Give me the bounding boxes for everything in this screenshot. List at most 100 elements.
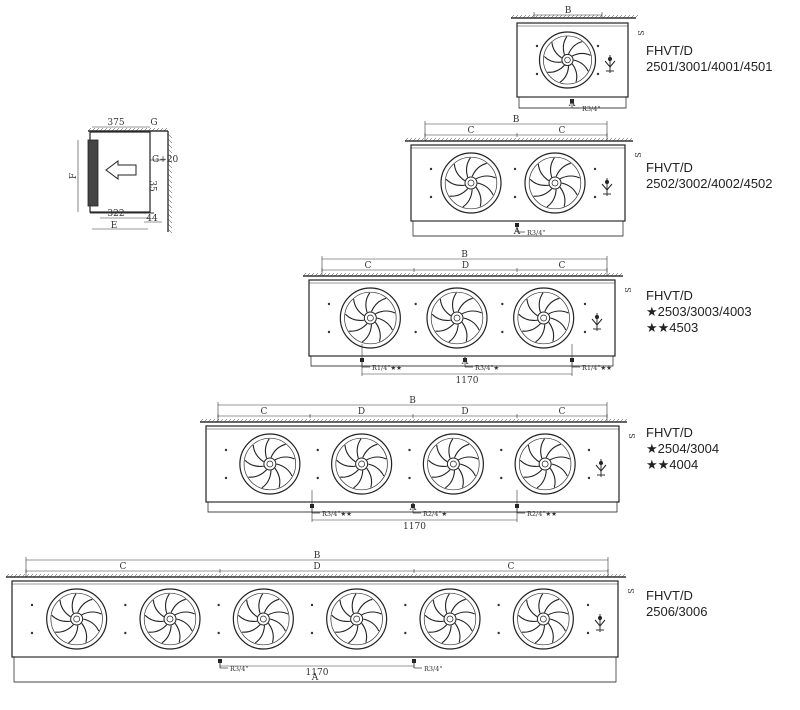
hatch-mark [341,573,346,578]
hatch-mark [495,418,500,423]
hatch-mark [393,573,398,578]
fan-blade [465,157,471,178]
dim-segment: D [358,407,365,417]
hatch-mark [297,573,302,578]
hatch-mark [509,573,514,578]
fan-blade [450,598,466,613]
fan-blade [449,188,469,197]
hatch-mark [334,272,339,277]
hatch-mark [217,573,222,578]
fan-blade [457,467,464,488]
fan-blade [59,600,71,618]
dim-b: B [314,551,321,561]
hatch-mark [618,14,623,19]
hatch-mark [37,573,42,578]
valve-dot [595,315,599,319]
hatch-mark [395,418,400,423]
rivet [124,631,127,635]
fan-blade [83,618,100,632]
hatch-mark [101,573,106,578]
hatch-mark [415,418,420,423]
fan-blade [363,618,380,632]
dim-segment: C [365,261,372,271]
hatch-mark [468,137,473,142]
hatch-mark [121,573,126,578]
hatch-mark [302,272,307,277]
hatch-mark [575,418,580,423]
fan-blade [441,625,452,644]
fan-hub-center [358,460,365,468]
hatch-mark [439,418,444,423]
fan-blade [238,614,258,622]
hatch-mark [165,573,170,578]
fan-blade [538,292,544,313]
fan-blade [471,162,487,177]
fan-blade [246,600,258,618]
hatch-mark [277,573,282,578]
hatch-mark [532,137,537,142]
hatch-mark [522,14,527,19]
hatch-mark [514,272,519,277]
hatch-mark [29,573,34,578]
hatch-mark [423,418,428,423]
ceiling-hatch [404,137,633,142]
hatch-mark [502,272,507,277]
hatch-mark [520,137,525,142]
fan-icon [232,588,294,650]
hatch-mark [153,573,158,578]
fan-blade [459,463,476,477]
hatch-mark [161,573,166,578]
ceiling-hatch [87,127,168,132]
hatch-mark [543,418,548,423]
fan-blade [276,463,293,477]
dim-s: S [633,152,642,157]
hatch-mark [487,418,492,423]
fan-inner-ring [517,592,570,646]
hatch-mark [358,272,363,277]
hatch-mark [482,272,487,277]
dim-s: S [623,287,632,292]
hatch-mark [585,573,590,578]
hatch-mark [167,153,173,159]
fan-blade [549,618,566,632]
hatch-mark [626,14,631,19]
fan-blade [161,625,172,644]
unit-4-label: FHVT/D ★2504/3004 ★★4004 [646,425,719,473]
rivet [408,448,411,452]
fan-blade [547,622,554,643]
hatch-mark [391,418,396,423]
hatch-mark [610,272,615,277]
hatch-mark [490,272,495,277]
fan-blade [424,614,444,622]
fan-blade [457,297,473,312]
fan-hub [256,612,270,626]
hatch-mark [580,137,585,142]
fan-blade [445,178,465,186]
hatch-mark [602,272,607,277]
hatch-mark [362,272,367,277]
hatch-mark [417,573,422,578]
hatch-mark [401,573,406,578]
hatch-mark [472,137,477,142]
hatch-mark [41,573,46,578]
rivet [535,72,539,76]
hatch-mark [33,573,38,578]
hatch-mark [311,418,316,423]
fan-blade [81,622,88,643]
hatch-mark [573,573,578,578]
hatch-mark [139,127,144,132]
rivet [596,72,600,76]
hatch-mark [167,203,173,209]
hatch-mark [428,137,433,142]
hatch-mark [17,573,22,578]
hatch-mark [275,418,280,423]
hatch-mark [524,137,529,142]
fan-blade [340,469,359,478]
airflow-arrow-icon [105,160,137,180]
fan-hub-center [73,615,81,623]
hatch-mark [157,573,162,578]
fan-inner-ring [517,291,570,345]
fan-blade [477,182,494,196]
